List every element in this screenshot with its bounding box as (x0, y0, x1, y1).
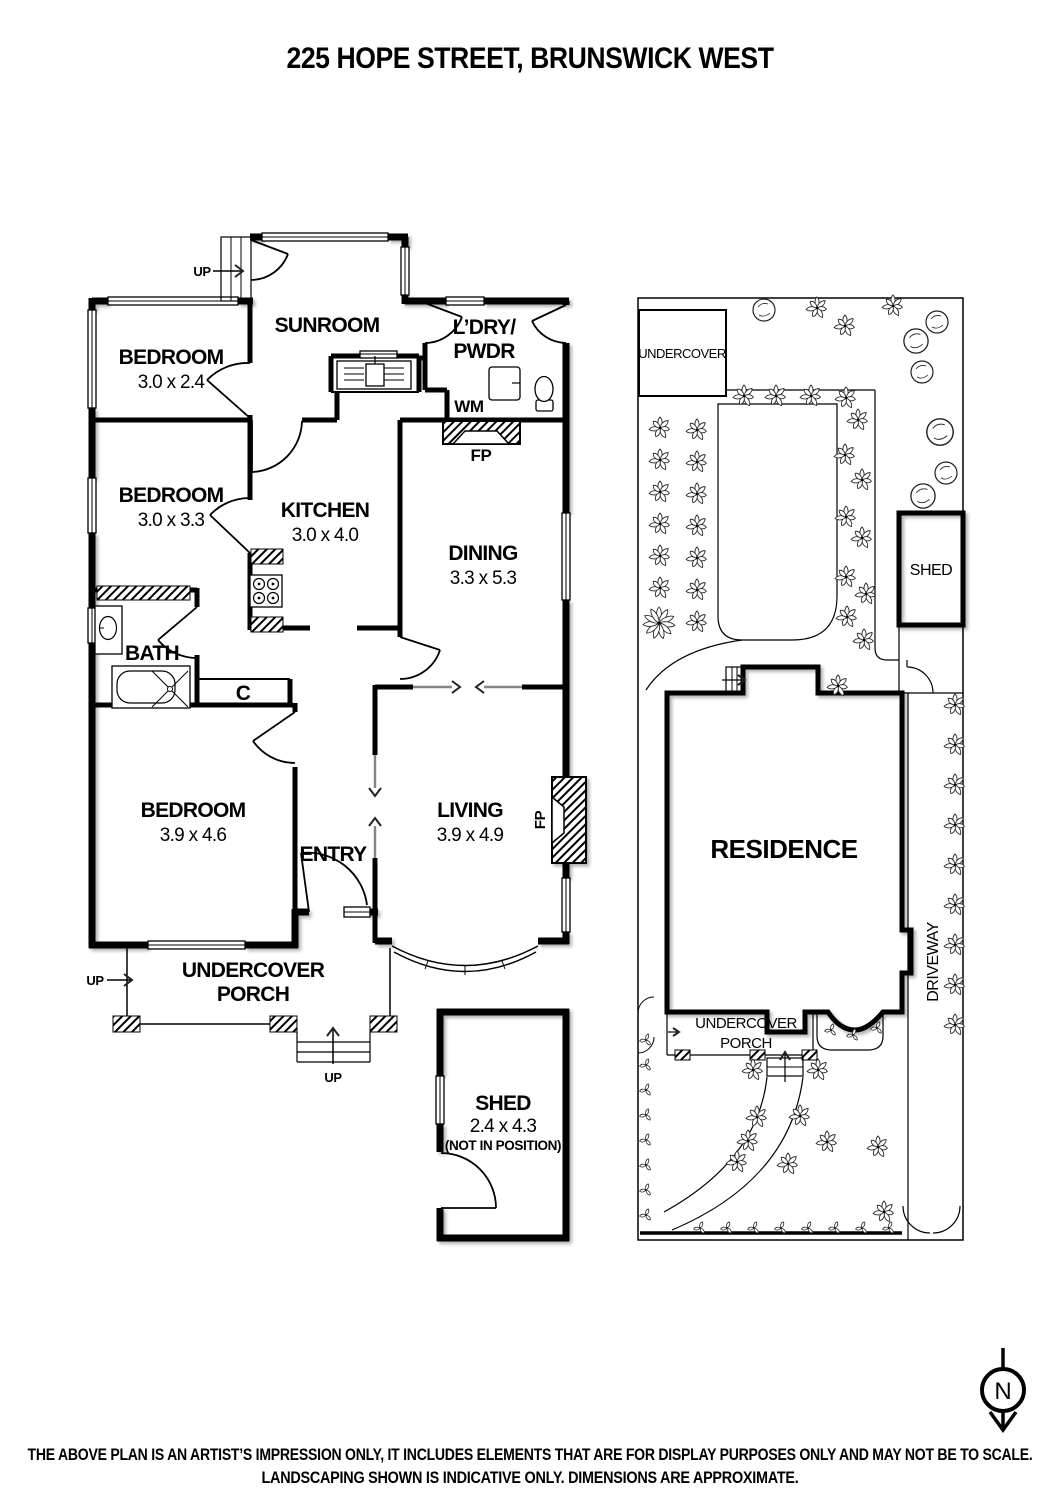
stove-icon (249, 574, 283, 608)
up-label-top: UP (193, 264, 211, 279)
fireplace-icon (442, 420, 521, 445)
steps (722, 666, 747, 694)
disclaimer-line2: LANDSCAPING SHOWN IS INDICATIVE ONLY. DI… (262, 1469, 799, 1487)
north-label: N (994, 1378, 1011, 1405)
washing-machine-icon (488, 366, 521, 401)
room-label-bedroom1: BEDROOM (119, 346, 224, 369)
residence-label: RESIDENCE (710, 834, 857, 864)
room-dims-bedroom1: 3.0 x 2.4 (138, 372, 206, 393)
site-shed-label: SHED (910, 562, 952, 579)
kitchen-bench (250, 616, 284, 633)
kitchen-sink-icon (336, 356, 412, 390)
toilet-icon (534, 375, 554, 412)
site-shed (896, 510, 966, 628)
site-porch-label-line2: PORCH (720, 1035, 772, 1052)
site-porch-label-line1: UNDERCOVER (695, 1015, 797, 1032)
floor-plan: SUNROOM BEDROOM 3.0 x 2.4 L’DRY/ PWDR BE… (86, 232, 587, 1242)
porch-structure (107, 948, 398, 1064)
fp-label-dining: FP (471, 446, 492, 465)
vanity-icon (94, 605, 123, 655)
up-label-porch-steps: UP (324, 1070, 342, 1085)
site-plan: UNDERCOVER SHED RESIDENCE UND (637, 294, 966, 1241)
window (87, 232, 571, 1125)
driveway-label: DRIVEWAY (925, 921, 942, 1001)
landscaping (638, 294, 966, 1235)
room-label-bath: BATH (125, 642, 179, 665)
up-label-porch-left: UP (86, 973, 104, 988)
undercover-structure (638, 309, 727, 397)
kitchen-bench (250, 548, 284, 565)
room-label-bedroom2: BEDROOM (119, 484, 224, 507)
porch-label-line1: UNDERCOVER (182, 959, 325, 982)
room-label-sunroom: SUNROOM (275, 314, 380, 337)
room-dims-dining: 3.3 x 5.3 (450, 568, 517, 589)
room-dims-bedroom2: 3.0 x 3.3 (138, 510, 205, 531)
room-label-powder: PWDR (453, 340, 515, 363)
site-porch (666, 1012, 884, 1082)
room-label-living: LIVING (437, 799, 503, 822)
bay-window (391, 945, 539, 975)
fp-label-living: FP (532, 810, 549, 829)
porch-label-line2: PORCH (217, 983, 289, 1006)
steps (213, 236, 252, 302)
shed-note: (NOT IN POSITION) (445, 1138, 561, 1153)
closet-label: C (236, 682, 251, 705)
fireplace-icon (551, 776, 587, 864)
room-dims-living: 3.9 x 4.9 (437, 825, 504, 846)
page-title: 225 HOPE STREET, BRUNSWICK WEST (287, 42, 774, 75)
room-label-dining: DINING (448, 542, 518, 565)
room-label-laundry: L’DRY/ (453, 316, 517, 339)
shed-dims: 2.4 x 4.3 (470, 1116, 537, 1137)
room-dims-bedroom3: 3.9 x 4.6 (160, 825, 227, 846)
wm-label: WM (454, 397, 484, 416)
residence-outline (664, 664, 914, 1035)
room-label-kitchen: KITCHEN (281, 499, 369, 522)
north-compass-icon: N (980, 1348, 1026, 1433)
room-dims-kitchen: 3.0 x 4.0 (292, 525, 359, 546)
door (157, 239, 567, 1209)
sliding-door (368, 680, 522, 858)
shed-label: SHED (475, 1092, 531, 1115)
bathtub-icon (111, 665, 191, 709)
undercover-label: UNDERCOVER (638, 346, 726, 361)
room-label-bedroom3: BEDROOM (141, 799, 246, 822)
masonry-wall (96, 585, 191, 601)
disclaimer-line1: THE ABOVE PLAN IS AN ARTIST’S IMPRESSION… (28, 1446, 1033, 1464)
room-label-entry: ENTRY (300, 843, 368, 866)
site-boundary (637, 297, 964, 1241)
